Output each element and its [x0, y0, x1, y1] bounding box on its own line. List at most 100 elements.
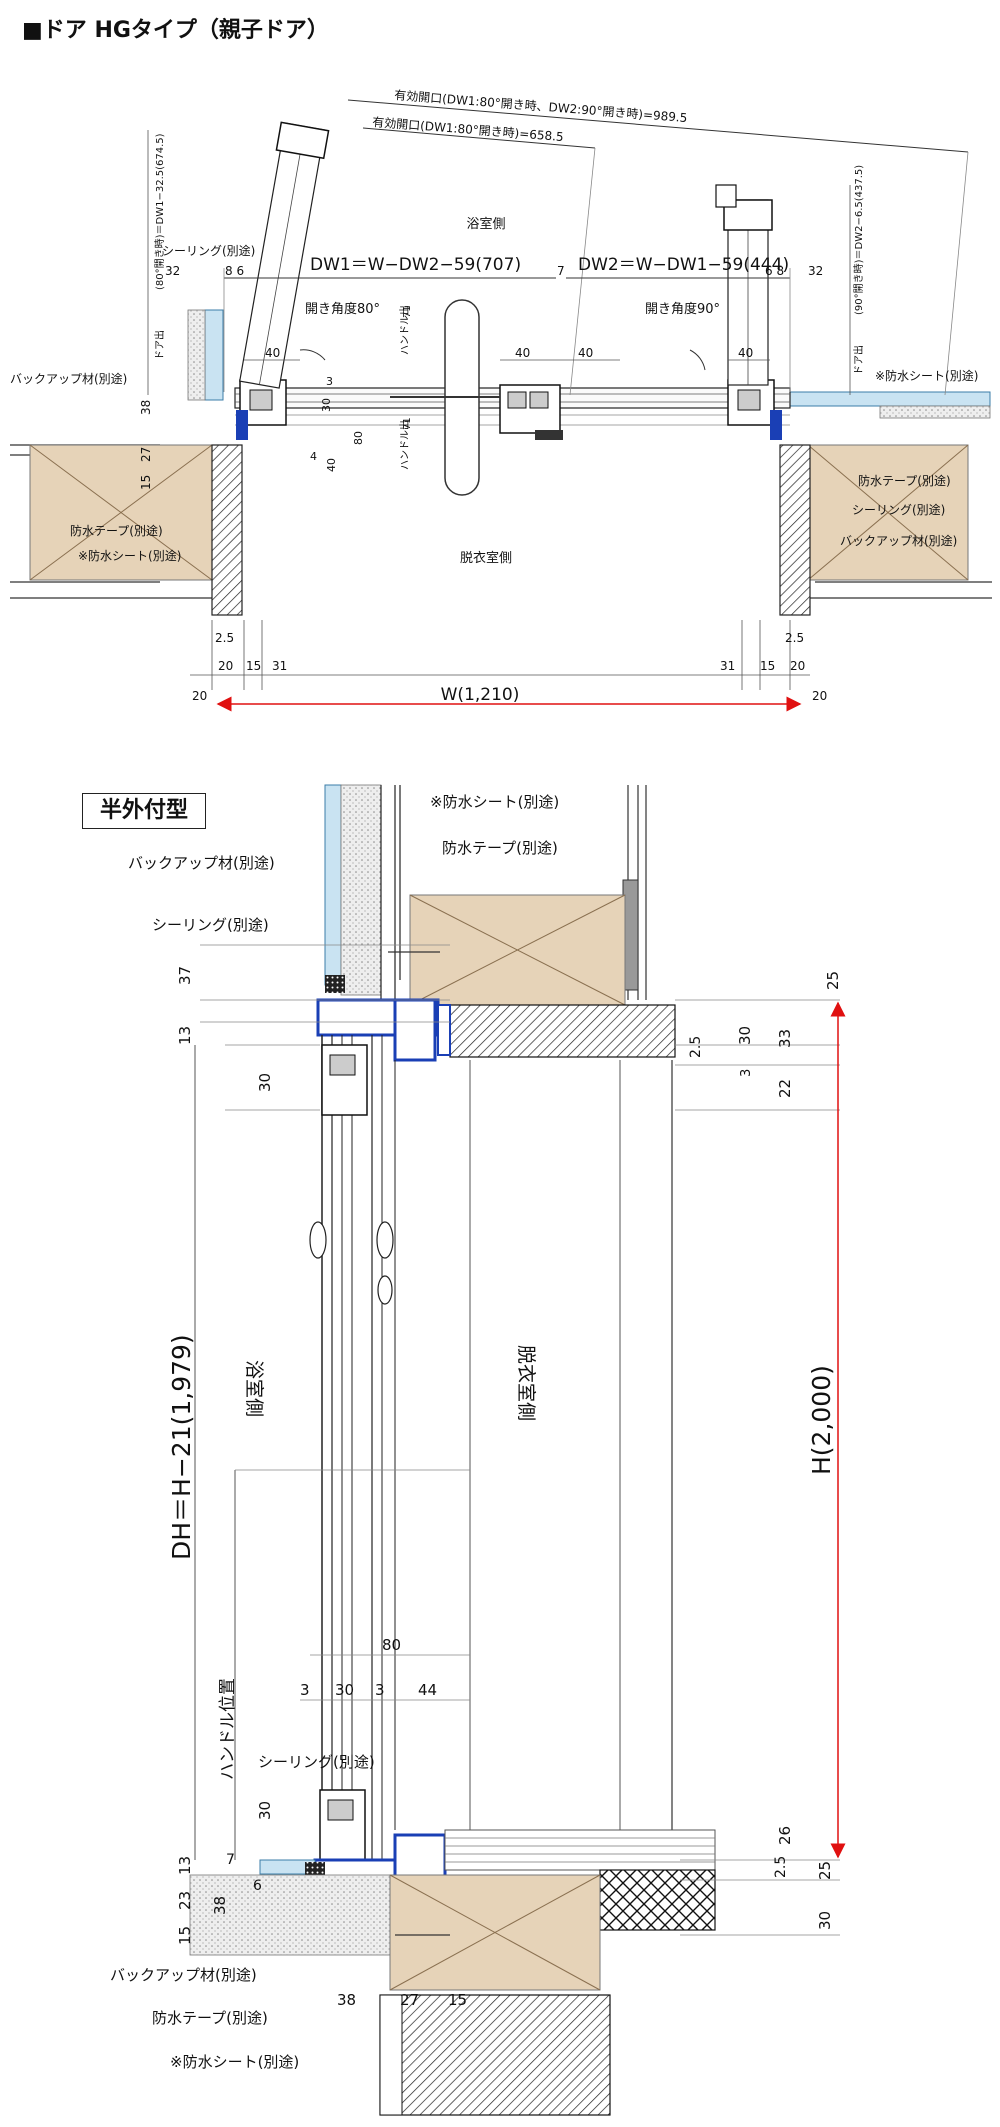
- sdim-b15: 15: [176, 1926, 194, 1945]
- page-title: ■ドア HGタイプ（親子ドア）: [22, 18, 329, 43]
- right-tile-floor: [789, 391, 991, 407]
- dim-15: 15: [139, 475, 153, 490]
- dim-r68: 6 8: [765, 264, 784, 278]
- dim-40e: 40: [325, 458, 338, 472]
- sdim-b25: 25: [816, 1861, 834, 1880]
- dim-40c: 40: [578, 346, 593, 360]
- sdim-t37: 37: [176, 966, 194, 985]
- sdim-t13: 13: [176, 1026, 194, 1045]
- plan-dw1: DW1＝W−DW2−59(707): [310, 255, 521, 275]
- sdim-b30r: 30: [816, 1911, 834, 1930]
- plan-sealing-right: シーリング(別途): [852, 502, 945, 517]
- left-door-leaf-open: [239, 121, 330, 389]
- plan-room-dressing: 脱衣室側: [460, 550, 512, 566]
- section-tape-top: 防水テープ(別途): [442, 839, 558, 857]
- dim-b15l: 15: [246, 659, 261, 673]
- sdim-b30: 30: [256, 1801, 274, 1820]
- plan-backup-right: バックアップ材(別途): [840, 533, 957, 548]
- sdim-m44: 44: [418, 1681, 437, 1699]
- dim-l86: 8 6: [225, 264, 244, 278]
- sdim-b25b: 2.5: [773, 1856, 789, 1878]
- sdim-f38: 38: [337, 1991, 356, 2009]
- dim-b25l: 2.5: [215, 631, 234, 645]
- section-type-label: 半外付型: [82, 793, 206, 829]
- sdim-t33: 33: [776, 1029, 794, 1048]
- plan-view: 浴室側 脱衣室側 有効開口(DW1:80°開き時、DW2:90°開き時)=989…: [10, 87, 992, 712]
- sdim-b13: 13: [176, 1856, 194, 1875]
- dim-40b: 40: [515, 346, 530, 360]
- dim-71b: 71: [402, 417, 413, 430]
- dim-b25r: 2.5: [785, 631, 804, 645]
- floor-joist: [599, 1869, 716, 1931]
- plan-handle-out-2: ハンドル出: [398, 420, 411, 470]
- sdim-t25: 25: [824, 971, 842, 990]
- plan-angle-90: 開き角度90°: [645, 301, 720, 317]
- dim-40a: 40: [265, 346, 280, 360]
- sdim-b7: 7: [226, 1852, 235, 1868]
- dim-4: 4: [310, 450, 317, 463]
- foundation: [379, 1994, 611, 2116]
- section-sealing-bot: シーリング(別途): [258, 1753, 375, 1771]
- dim-b15r: 15: [760, 659, 775, 673]
- plan-total-width: W(1,210): [441, 685, 520, 705]
- dim-3: 3: [326, 375, 333, 388]
- sdim-f15: 15: [448, 1991, 467, 2009]
- dim-80: 80: [352, 431, 365, 445]
- dim-b20r: 20: [790, 659, 805, 673]
- plan-sheet-right: ※防水シート(別途): [875, 368, 978, 383]
- plan-sheet-left: ※防水シート(別途): [78, 548, 181, 563]
- section-view: ※防水シート(別途) 防水テープ(別途) バックアップ材(別途) シーリング(別…: [110, 784, 846, 2116]
- plan-tape-left: 防水テープ(別途): [70, 523, 163, 538]
- plan-sealing-left: シーリング(別途): [162, 243, 255, 258]
- section-bath-side: 浴室側: [243, 1360, 265, 1417]
- dim-bot20l: 20: [192, 689, 207, 703]
- sdim-b26: 26: [776, 1826, 794, 1845]
- sdim-m3b: 3: [375, 1681, 385, 1699]
- section-sealing-top: シーリング(別途): [152, 916, 269, 934]
- dim-40d: 40: [738, 346, 753, 360]
- sdim-t30r: 30: [736, 1026, 754, 1045]
- left-post: [211, 444, 243, 616]
- sdim-m3a: 3: [300, 1681, 310, 1699]
- sdim-b6: 6: [253, 1878, 262, 1894]
- plan-left-vertical: (80°開き時)＝DW1−32.5(674.5): [154, 133, 166, 290]
- head-trim: [449, 1004, 676, 1058]
- sdim-f27: 27: [400, 1991, 419, 2009]
- section-dh: DH＝H−21(1,979): [167, 1334, 196, 1560]
- dim-38: 38: [139, 400, 153, 415]
- dim-b31r: 31: [720, 659, 735, 673]
- plan-dw2: DW2＝W−DW1−59(444): [578, 255, 789, 275]
- sdim-b23: 23: [176, 1891, 194, 1910]
- dim-bot20r: 20: [812, 689, 827, 703]
- section-h: H(2,000): [807, 1365, 836, 1475]
- section-tape-bot: 防水テープ(別途): [152, 2009, 268, 2027]
- section-dressing-side: 脱衣室側: [515, 1345, 537, 1421]
- sdim-b38: 38: [211, 1896, 229, 1915]
- dim-27: 27: [139, 447, 153, 462]
- section-backup-bot: バックアップ材(別途): [110, 1966, 257, 1984]
- plan-room-bath: 浴室側: [466, 216, 505, 232]
- dim-r32: 32: [808, 264, 823, 278]
- plan-tape-right: 防水テープ(別途): [858, 473, 951, 488]
- floor-board: [444, 1829, 716, 1871]
- dim-b31l: 31: [272, 659, 287, 673]
- sdim-m80: 80: [382, 1636, 401, 1654]
- dim-30: 30: [320, 398, 333, 412]
- dim-c7: 7: [557, 264, 565, 278]
- plan-door-out-left: ドア出: [153, 330, 166, 360]
- section-handle-pos: ハンドル位置: [218, 1678, 238, 1780]
- sdim-t30: 30: [256, 1073, 274, 1092]
- sdim-m30: 30: [335, 1681, 354, 1699]
- section-backup-top: バックアップ材(別途): [128, 854, 275, 872]
- right-door-leaf-open: [715, 184, 773, 386]
- section-sheet-bot: ※防水シート(別途): [170, 2053, 299, 2071]
- dim-l32: 32: [165, 264, 180, 278]
- sdim-t3: 3: [739, 1069, 754, 1077]
- plan-right-vertical: (90°開き時)＝DW2−6.5(437.5): [853, 165, 865, 315]
- plan-eff-open-2: 有効開口(DW1:80°開き時)=658.5: [372, 114, 564, 144]
- dim-71a: 71: [402, 305, 413, 318]
- sdim-t22: 22: [776, 1079, 794, 1098]
- right-post: [779, 444, 811, 616]
